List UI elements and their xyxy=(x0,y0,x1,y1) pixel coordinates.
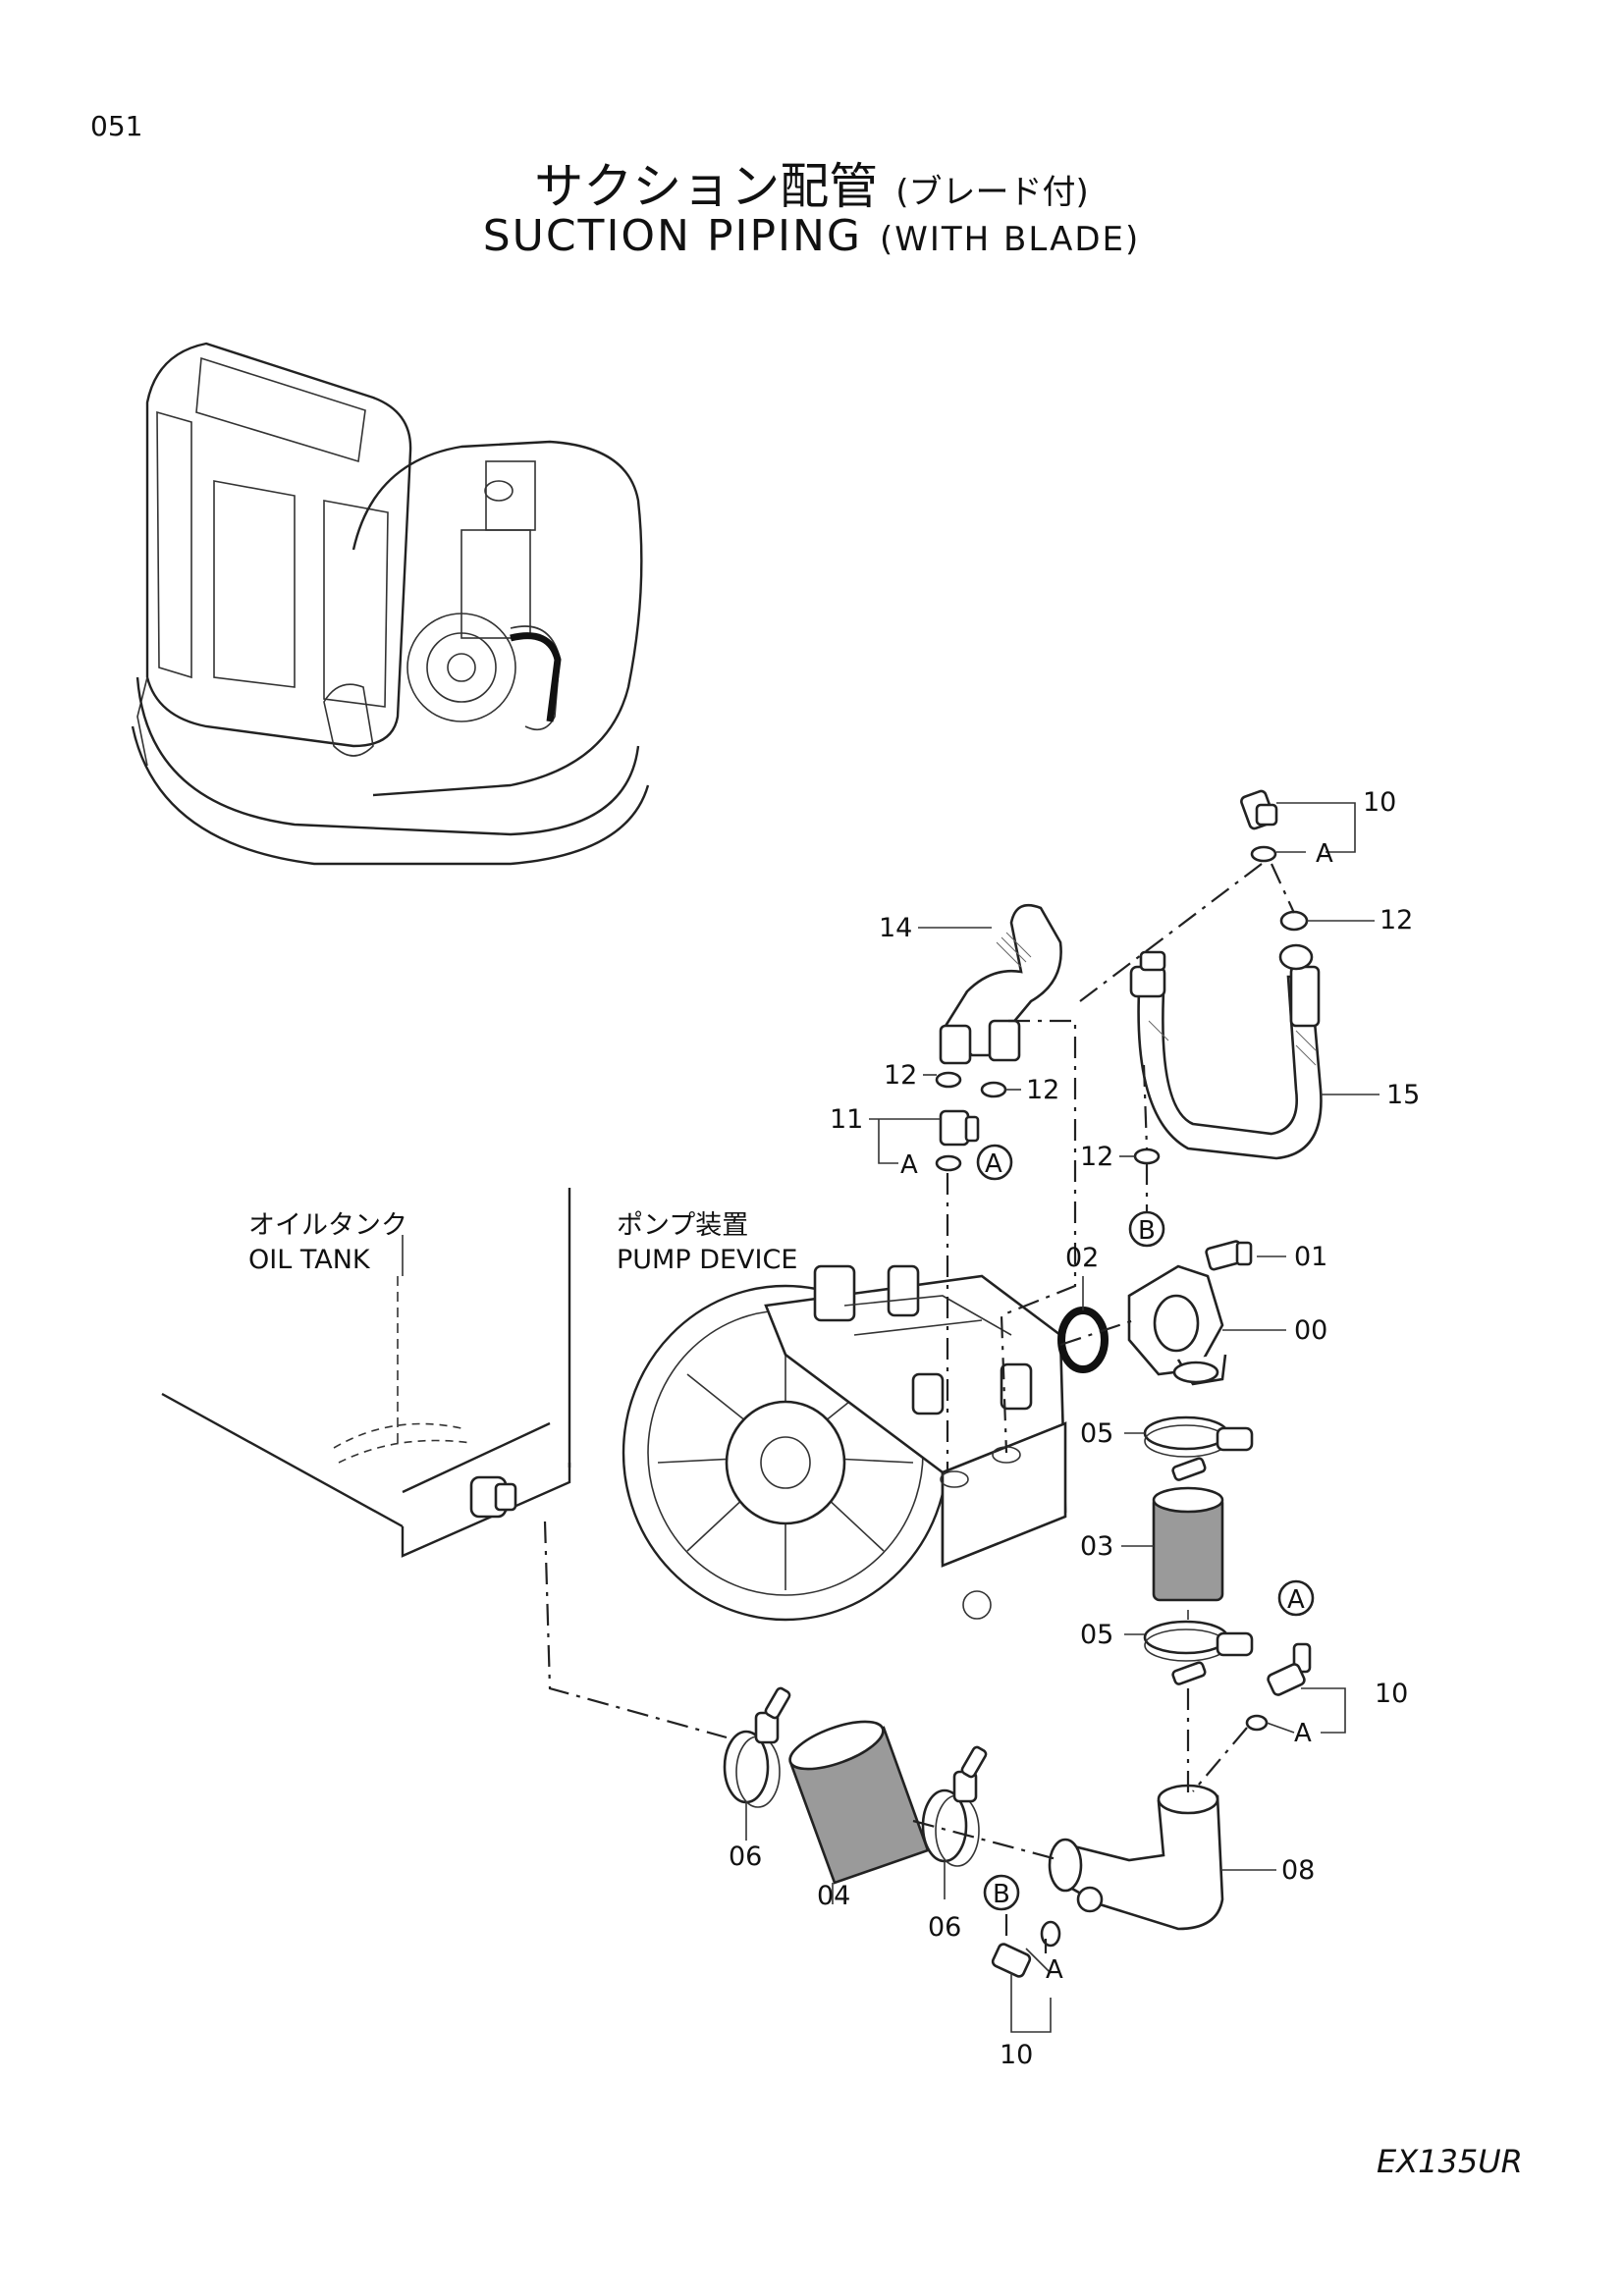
page-title-jp: サクション配管 (ブレード付) xyxy=(0,147,1623,218)
part-00-flange xyxy=(1127,1264,1227,1386)
part-no-12: 12 xyxy=(1380,905,1413,935)
part-12-o-ring xyxy=(1279,910,1309,932)
page-title-en: SUCTION PIPING (WITH BLADE) xyxy=(0,211,1623,261)
oil-tank xyxy=(161,1188,571,1558)
ref-a-marker: A xyxy=(1316,839,1333,869)
pump-device-label-en: PUMP DEVICE xyxy=(617,1245,797,1275)
part-03-hose xyxy=(1152,1486,1224,1602)
ref-a-marker: A xyxy=(900,1150,918,1180)
part-no-05: 05 xyxy=(1080,1620,1113,1650)
pump-device xyxy=(622,1264,1067,1622)
part-12-o-ring xyxy=(935,1071,962,1089)
part-08-elbow xyxy=(1048,1784,1224,1931)
part-no-01: 01 xyxy=(1294,1242,1327,1272)
part-no-05: 05 xyxy=(1080,1418,1113,1449)
ref-a-label: A xyxy=(985,1149,1002,1179)
part-number-labels: 10 12 14 12 12 11 12 15 01 02 00 05 03 0… xyxy=(729,787,1420,2070)
part-no-04: 04 xyxy=(817,1881,850,1911)
part-no-10: 10 xyxy=(1000,2040,1033,2070)
oil-tank-label-jp: オイルタンク xyxy=(248,1210,407,1241)
oil-tank-label-en: OIL TANK xyxy=(248,1245,371,1275)
part-04-hose xyxy=(788,1720,930,1885)
part-no-14: 14 xyxy=(879,913,912,943)
part-11-adapter xyxy=(935,1109,980,1172)
model-code: EX135UR xyxy=(1377,2143,1523,2180)
part-no-03: 03 xyxy=(1080,1531,1113,1562)
part-no-12: 12 xyxy=(884,1060,917,1091)
component-labels: オイルタンク OIL TANK ポンプ装置 PUMP DEVICE xyxy=(248,1210,797,1275)
part-no-00: 00 xyxy=(1294,1315,1327,1346)
part-12-o-ring xyxy=(1133,1148,1161,1165)
excavator-overview xyxy=(131,342,650,866)
part-no-02: 02 xyxy=(1065,1243,1099,1273)
part-05-clamp-lower xyxy=(1143,1620,1254,1685)
part-no-06: 06 xyxy=(928,1912,961,1943)
ref-a-label: A xyxy=(1287,1585,1305,1615)
title-jp-main: サクション配管 xyxy=(534,158,879,215)
ref-a-marker: A xyxy=(1046,1955,1063,1985)
title-jp-sub: (ブレード付) xyxy=(895,173,1089,212)
title-en-sub: (WITH BLADE) xyxy=(879,220,1141,259)
leader-lines xyxy=(402,802,1380,2033)
page-number: 051 xyxy=(90,110,143,142)
ref-a-marker: A xyxy=(1294,1719,1312,1748)
ref-circles: A B A B A A A A xyxy=(900,839,1333,1985)
part-no-06: 06 xyxy=(729,1842,762,1872)
title-en-main: SUCTION PIPING xyxy=(482,211,862,261)
part-14-hose xyxy=(939,903,1062,1065)
part-05-clamp-upper xyxy=(1143,1415,1254,1481)
part-10-fitting-right xyxy=(1245,1642,1312,1732)
ref-b-label: B xyxy=(1138,1216,1156,1246)
part-06-clamp-left xyxy=(723,1686,791,1808)
part-no-15: 15 xyxy=(1386,1080,1420,1110)
part-12-o-ring xyxy=(980,1081,1007,1098)
part-10-fitting-top xyxy=(1240,789,1278,863)
part-02-o-ring xyxy=(1057,1307,1109,1373)
pump-device-label-jp: ポンプ装置 xyxy=(617,1210,748,1241)
part-15-hose xyxy=(1129,943,1323,1160)
part-06-clamp-right xyxy=(921,1745,988,1867)
part-no-12: 12 xyxy=(1080,1142,1113,1172)
part-no-11: 11 xyxy=(830,1104,863,1135)
part-no-10: 10 xyxy=(1375,1679,1408,1709)
part-01-bolt xyxy=(1205,1240,1253,1271)
part-no-12: 12 xyxy=(1026,1075,1059,1105)
part-no-10: 10 xyxy=(1363,787,1396,818)
connection-lines xyxy=(543,863,1295,1953)
ref-b-label: B xyxy=(993,1880,1010,1909)
part-no-08: 08 xyxy=(1281,1855,1315,1886)
